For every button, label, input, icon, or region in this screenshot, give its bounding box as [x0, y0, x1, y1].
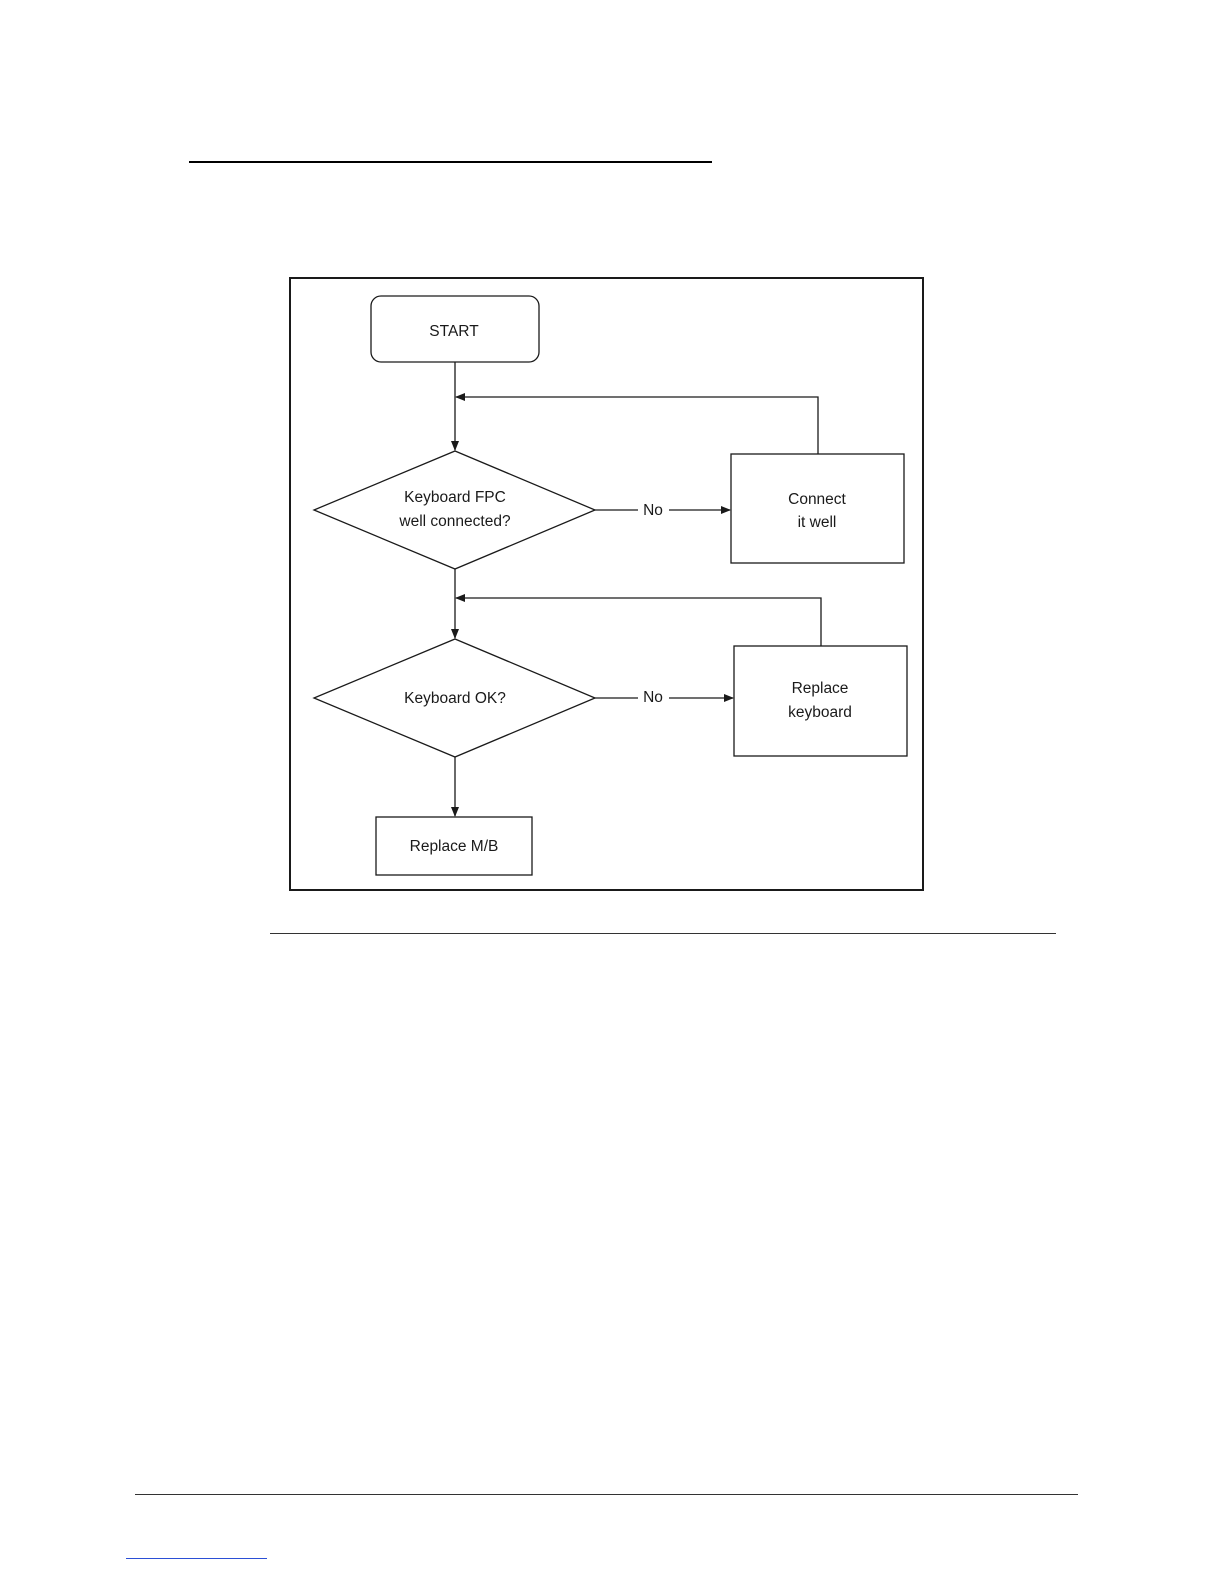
process-replace-mb-label: Replace M/B — [410, 838, 499, 855]
decision-fpc-label-line1: Keyboard FPC — [404, 489, 506, 506]
footer-link-underline — [126, 1558, 267, 1559]
decision-kb-label: Keyboard OK? — [404, 690, 506, 707]
process-replace-kb-label-line2: keyboard — [788, 704, 852, 721]
start-label: START — [429, 323, 479, 340]
process-connect-label-line1: Connect — [788, 491, 846, 508]
process-connect-it-well — [731, 454, 904, 563]
process-connect-label-line2: it well — [798, 514, 837, 531]
decision-fpc-label-line2: well connected? — [398, 513, 511, 530]
flowchart-frame — [290, 278, 923, 890]
edge-fpc-no-label: No — [643, 502, 663, 519]
section-divider — [270, 933, 1056, 934]
edge-kb-no-label: No — [643, 689, 663, 706]
process-replace-keyboard — [734, 646, 907, 756]
footer-rule — [135, 1494, 1078, 1495]
process-replace-kb-label-line1: Replace — [792, 680, 849, 697]
